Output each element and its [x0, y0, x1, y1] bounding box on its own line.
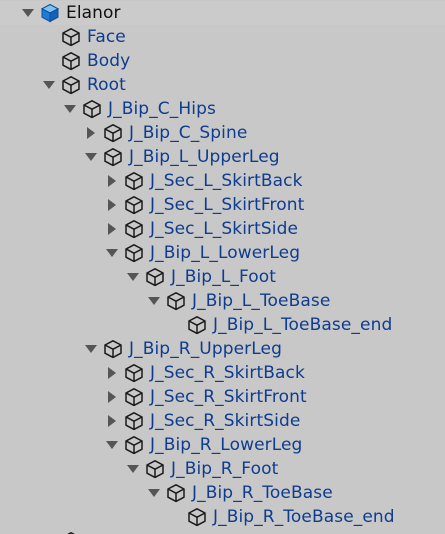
- gameobject-cube-icon: [103, 123, 123, 143]
- hierarchy-item-label: J_Bip_R_ToeBase: [192, 483, 333, 503]
- hierarchy-item-j-sec-r-skirtback[interactable]: J_Sec_R_SkirtBack: [0, 361, 445, 385]
- hierarchy-item-label: J_Bip_L_LowerLeg: [150, 243, 301, 263]
- hierarchy-item-label: Body: [87, 51, 131, 71]
- gameobject-cube-icon: [166, 483, 186, 503]
- hierarchy-item-elanor[interactable]: Elanor: [0, 1, 445, 25]
- expand-arrow-down-icon[interactable]: [125, 461, 141, 477]
- hierarchy-item-label: J_Bip_L_ToeBase_end: [213, 315, 393, 335]
- hierarchy-item-j-bip-c-hips[interactable]: J_Bip_C_Hips: [0, 97, 445, 121]
- expand-arrow-down-icon[interactable]: [104, 245, 120, 261]
- hierarchy-item-label: J_Bip_R_LowerLeg: [150, 435, 303, 455]
- prefab-root-cube-icon: [40, 3, 60, 23]
- hierarchy-item-label: J_Bip_R_ToeBase_end: [213, 507, 395, 527]
- hierarchy-item-j-sec-r-skirtside[interactable]: J_Sec_R_SkirtSide: [0, 409, 445, 433]
- gameobject-cube-icon: [124, 411, 144, 431]
- hierarchy-item-label: J_Sec_R_SkirtSide: [150, 411, 301, 431]
- gameobject-cube-icon: [124, 387, 144, 407]
- hierarchy-item-body[interactable]: Body: [0, 49, 445, 73]
- collapse-arrow-right-icon[interactable]: [104, 389, 120, 405]
- gameobject-cube-icon: [124, 435, 144, 455]
- hierarchy-item-label: J_Bip_R_UpperLeg: [129, 339, 282, 359]
- hierarchy-item-j-bip-r-upperleg[interactable]: J_Bip_R_UpperLeg: [0, 337, 445, 361]
- gameobject-cube-icon: [61, 27, 81, 47]
- hierarchy-item-j-bip-r-lowerleg[interactable]: J_Bip_R_LowerLeg: [0, 433, 445, 457]
- hierarchy-item-label: Face: [87, 27, 126, 47]
- gameobject-cube-icon: [124, 171, 144, 191]
- hierarchy-item-label: J_Bip_R_Foot: [171, 459, 279, 479]
- hierarchy-item-root[interactable]: Root: [0, 73, 445, 97]
- hierarchy-item-label: J_Bip_L_Foot: [171, 267, 277, 287]
- gameobject-cube-icon: [187, 507, 207, 527]
- hierarchy-item-j-sec-l-skirtback[interactable]: J_Sec_L_SkirtBack: [0, 169, 445, 193]
- expand-arrow-down-icon[interactable]: [104, 437, 120, 453]
- hierarchy-item-j-sec-l-skirtside[interactable]: J_Sec_L_SkirtSide: [0, 217, 445, 241]
- hierarchy-item-label: J_Bip_C_Spine: [129, 123, 248, 143]
- collapse-arrow-right-icon[interactable]: [104, 365, 120, 381]
- hierarchy-item-j-sec-l-skirtfront[interactable]: J_Sec_L_SkirtFront: [0, 193, 445, 217]
- hierarchy-item-j-bip-l-toebase-end[interactable]: J_Bip_L_ToeBase_end: [0, 313, 445, 337]
- hierarchy-item-label: J_Sec_R_SkirtFront: [150, 387, 307, 407]
- gameobject-cube-icon: [124, 219, 144, 239]
- gameobject-cube-icon: [145, 267, 165, 287]
- hierarchy-item-j-bip-l-foot[interactable]: J_Bip_L_Foot: [0, 265, 445, 289]
- hierarchy-item-label: J_Bip_L_ToeBase: [192, 291, 331, 311]
- hierarchy-item-label: J_Bip_L_UpperLeg: [129, 147, 280, 167]
- collapse-arrow-right-icon[interactable]: [83, 125, 99, 141]
- gameobject-cube-icon: [166, 291, 186, 311]
- hierarchy-item-label: J_Sec_L_SkirtBack: [150, 171, 303, 191]
- gameobject-cube-icon: [124, 195, 144, 215]
- gameobject-cube-icon: [103, 147, 123, 167]
- hierarchy-item-label: J_Bip_C_Hips: [108, 99, 216, 119]
- hierarchy-item-label: J_Sec_R_SkirtBack: [150, 363, 305, 383]
- hierarchy-item-face[interactable]: Face: [0, 25, 445, 49]
- hierarchy-item-label: Root: [87, 75, 126, 95]
- collapse-arrow-right-icon[interactable]: [104, 413, 120, 429]
- collapse-arrow-right-icon[interactable]: [104, 221, 120, 237]
- hierarchy-item-j-bip-l-upperleg[interactable]: J_Bip_L_UpperLeg: [0, 145, 445, 169]
- hierarchy-item-j-bip-r-toebase[interactable]: J_Bip_R_ToeBase: [0, 481, 445, 505]
- gameobject-cube-icon: [124, 363, 144, 383]
- hierarchy-item-label: J_Sec_L_SkirtFront: [150, 195, 305, 215]
- expand-arrow-down-icon[interactable]: [125, 269, 141, 285]
- gameobject-cube-icon: [61, 51, 81, 71]
- hierarchy-item-unnamed[interactable]: [0, 529, 445, 534]
- hierarchy-item-label: J_Sec_L_SkirtSide: [150, 219, 299, 239]
- gameobject-cube-icon: [187, 315, 207, 335]
- gameobject-cube-icon: [124, 243, 144, 263]
- expand-arrow-down-icon[interactable]: [146, 293, 162, 309]
- hierarchy-item-label: Elanor: [66, 3, 121, 23]
- collapse-arrow-right-icon[interactable]: [104, 197, 120, 213]
- hierarchy-item-j-bip-l-lowerleg[interactable]: J_Bip_L_LowerLeg: [0, 241, 445, 265]
- hierarchy-item-j-bip-r-toebase-end[interactable]: J_Bip_R_ToeBase_end: [0, 505, 445, 529]
- expand-arrow-down-icon[interactable]: [62, 101, 78, 117]
- gameobject-cube-icon: [61, 75, 81, 95]
- collapse-arrow-right-icon[interactable]: [104, 173, 120, 189]
- expand-arrow-down-icon[interactable]: [83, 149, 99, 165]
- expand-arrow-down-icon[interactable]: [146, 485, 162, 501]
- hierarchy-item-j-bip-l-toebase[interactable]: J_Bip_L_ToeBase: [0, 289, 445, 313]
- expand-arrow-down-icon[interactable]: [20, 5, 36, 21]
- hierarchy-item-j-sec-r-skirtfront[interactable]: J_Sec_R_SkirtFront: [0, 385, 445, 409]
- gameobject-cube-icon: [145, 459, 165, 479]
- gameobject-cube-icon: [103, 339, 123, 359]
- expand-arrow-down-icon[interactable]: [83, 341, 99, 357]
- gameobject-cube-icon: [82, 99, 102, 119]
- hierarchy-item-j-bip-r-foot[interactable]: J_Bip_R_Foot: [0, 457, 445, 481]
- hierarchy-item-j-bip-c-spine[interactable]: J_Bip_C_Spine: [0, 121, 445, 145]
- expand-arrow-down-icon[interactable]: [41, 77, 57, 93]
